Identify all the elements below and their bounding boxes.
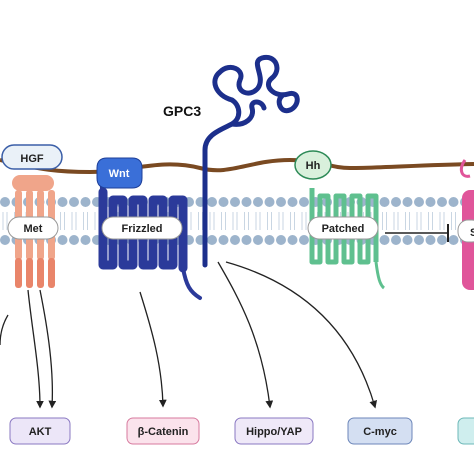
lipid-head	[253, 197, 263, 207]
lipid-head	[207, 197, 217, 207]
lipid-head	[276, 197, 286, 207]
right-receptor-label: S	[470, 227, 474, 239]
lipid-head	[0, 235, 10, 245]
lipid-head	[391, 197, 401, 207]
lipid-head	[287, 197, 298, 207]
lipid-head	[287, 235, 298, 245]
met-label-box: Met	[7, 216, 59, 240]
lipid-head	[402, 197, 413, 207]
lipid-head	[264, 197, 275, 207]
lipid-head	[437, 235, 447, 245]
target-beta-catenin: β-Catenin	[126, 417, 200, 445]
hgf-ligand: HGF	[1, 144, 63, 170]
lipid-head	[448, 235, 459, 245]
cell-membrane	[0, 197, 470, 245]
lipid-head	[379, 197, 390, 207]
beta-catenin-label: β-Catenin	[138, 426, 189, 438]
extracellular-chain	[0, 157, 474, 175]
lipid-head	[276, 235, 286, 245]
patched-label-box: Patched	[307, 216, 379, 240]
lipid-head	[241, 197, 252, 207]
membrane-heads	[0, 197, 470, 245]
hippo-yap-label: Hippo/YAP	[246, 426, 302, 438]
patched-label: Patched	[322, 223, 365, 235]
arrow-gpc3-to-cmyc	[225, 261, 378, 409]
target-c-myc: C-myc	[347, 417, 413, 445]
target-akt: AKT	[9, 417, 71, 445]
gpc3-protein: GPC3	[163, 54, 300, 268]
lipid-head	[402, 235, 413, 245]
wnt-label: Wnt	[109, 168, 130, 180]
frizzled-label: Frizzled	[122, 223, 163, 235]
lipid-head	[437, 197, 447, 207]
target-edge-partial	[457, 417, 474, 445]
lipid-head	[69, 235, 79, 245]
gpc3-label: GPC3	[163, 103, 201, 119]
hh-label: Hh	[306, 160, 321, 172]
lipid-head	[425, 197, 436, 207]
met-label: Met	[24, 223, 43, 235]
hgf-label: HGF	[20, 153, 44, 165]
arrow-frizzled-to-betacatenin	[139, 291, 167, 408]
akt-label: AKT	[29, 426, 52, 438]
signal-arrows	[0, 261, 378, 409]
lipid-head	[379, 235, 390, 245]
lipid-head	[69, 197, 79, 207]
lipid-head	[414, 197, 424, 207]
wnt-ligand: Wnt	[96, 157, 143, 189]
hh-ligand: Hh	[294, 150, 332, 180]
lipid-head	[80, 235, 91, 245]
frizzled-label-box: Frizzled	[101, 216, 183, 240]
right-receptor-partial: S	[457, 159, 474, 290]
lipid-head	[299, 235, 309, 245]
c-myc-label: C-myc	[363, 426, 397, 438]
arrow-gpc3-to-hippo	[217, 261, 274, 409]
lipid-head	[448, 197, 459, 207]
lipid-head	[80, 197, 91, 207]
arrow-met-to-akt-2	[39, 289, 57, 409]
lipid-head	[230, 235, 240, 245]
lipid-head	[414, 235, 424, 245]
target-hippo-yap: Hippo/YAP	[234, 417, 314, 445]
arrow-left-edge	[0, 314, 9, 346]
lipid-head	[57, 197, 68, 207]
lipid-head	[253, 235, 263, 245]
lipid-head	[230, 197, 240, 207]
membrane-tails	[2, 212, 468, 230]
lipid-head	[57, 235, 68, 245]
lipid-head	[299, 197, 309, 207]
lipid-head	[207, 235, 217, 245]
lipid-head	[218, 197, 229, 207]
lipid-head	[0, 197, 10, 207]
lipid-head	[425, 235, 436, 245]
lipid-head	[391, 235, 401, 245]
inhibition-line	[385, 224, 449, 242]
lipid-head	[218, 235, 229, 245]
lipid-head	[241, 235, 252, 245]
arrow-met-to-akt	[27, 289, 44, 409]
lipid-head	[264, 235, 275, 245]
